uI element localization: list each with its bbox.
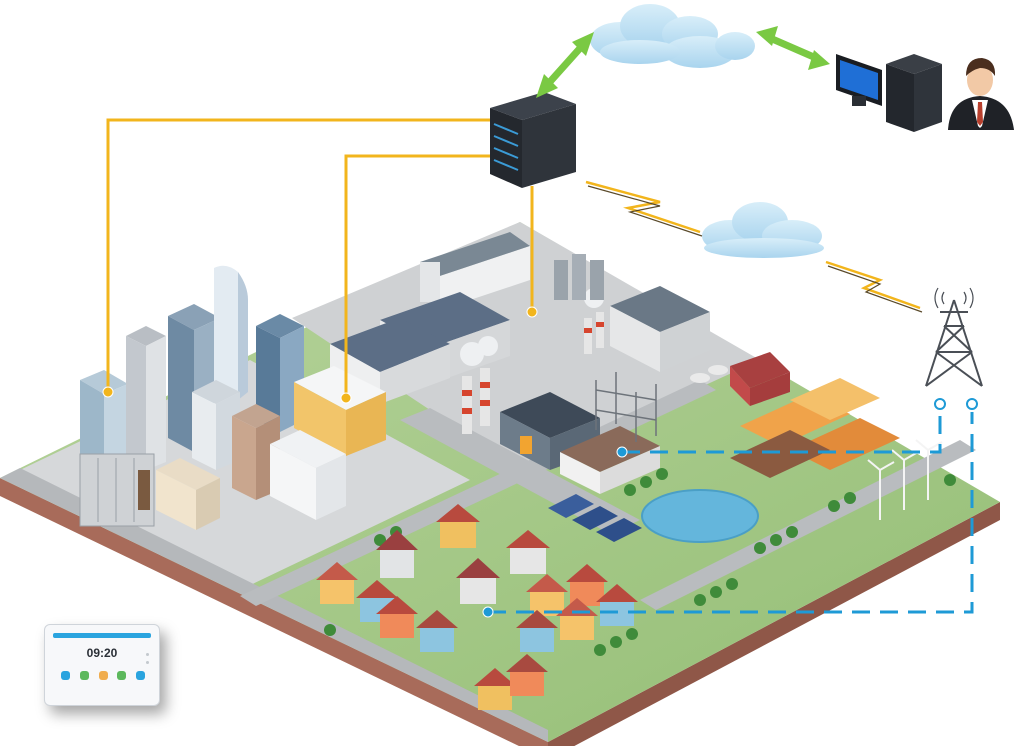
ground-side-right <box>548 502 1000 746</box>
farm-plot-3 <box>730 430 830 478</box>
panel-clock: 09:20 <box>86 646 118 660</box>
road-d <box>640 440 976 610</box>
trees <box>324 468 956 656</box>
transmission-tower-icon <box>925 287 983 387</box>
farm-plot-2 <box>790 418 900 470</box>
server-icon <box>490 92 576 188</box>
panel-button[interactable] <box>136 671 145 680</box>
wireless-link-substation <box>622 412 942 454</box>
cloud-icon <box>590 4 755 68</box>
wireless-links <box>488 412 974 614</box>
panel-buttons <box>61 671 145 680</box>
arrow-cloud-computer <box>756 26 830 70</box>
lake <box>641 489 759 543</box>
wireless-link-residential <box>488 412 974 614</box>
cloud-icon-secondary <box>702 202 824 258</box>
panel-button[interactable] <box>117 671 127 680</box>
residential-houses <box>316 504 638 710</box>
tower-nodes <box>934 398 978 410</box>
wired-link-towers <box>106 118 494 392</box>
panel-button[interactable] <box>79 671 89 680</box>
lightning-shadow <box>587 185 923 313</box>
farm-plot-4 <box>790 378 880 420</box>
ground-side-left <box>0 478 548 746</box>
wired-links <box>106 118 534 398</box>
wireless-nodes <box>482 446 628 618</box>
control-panel-icon: 09:20 <box>44 624 160 706</box>
user-avatar-icon <box>948 58 1014 130</box>
lightning-icon <box>585 180 921 310</box>
panel-button[interactable] <box>61 671 70 680</box>
arrow-server-cloud <box>536 32 594 98</box>
main-road-a <box>0 468 548 742</box>
solar-array <box>548 494 642 542</box>
wired-link-office <box>344 154 494 398</box>
panel-indicator-dot <box>146 653 149 656</box>
link-nodes <box>102 306 538 404</box>
panel-indicator-dot <box>146 661 149 664</box>
panel-header-bar <box>53 633 151 638</box>
panel-button[interactable] <box>98 671 108 680</box>
industrial-buildings <box>330 232 790 494</box>
computer-icon <box>836 54 942 132</box>
storage-cabinet <box>79 453 155 527</box>
